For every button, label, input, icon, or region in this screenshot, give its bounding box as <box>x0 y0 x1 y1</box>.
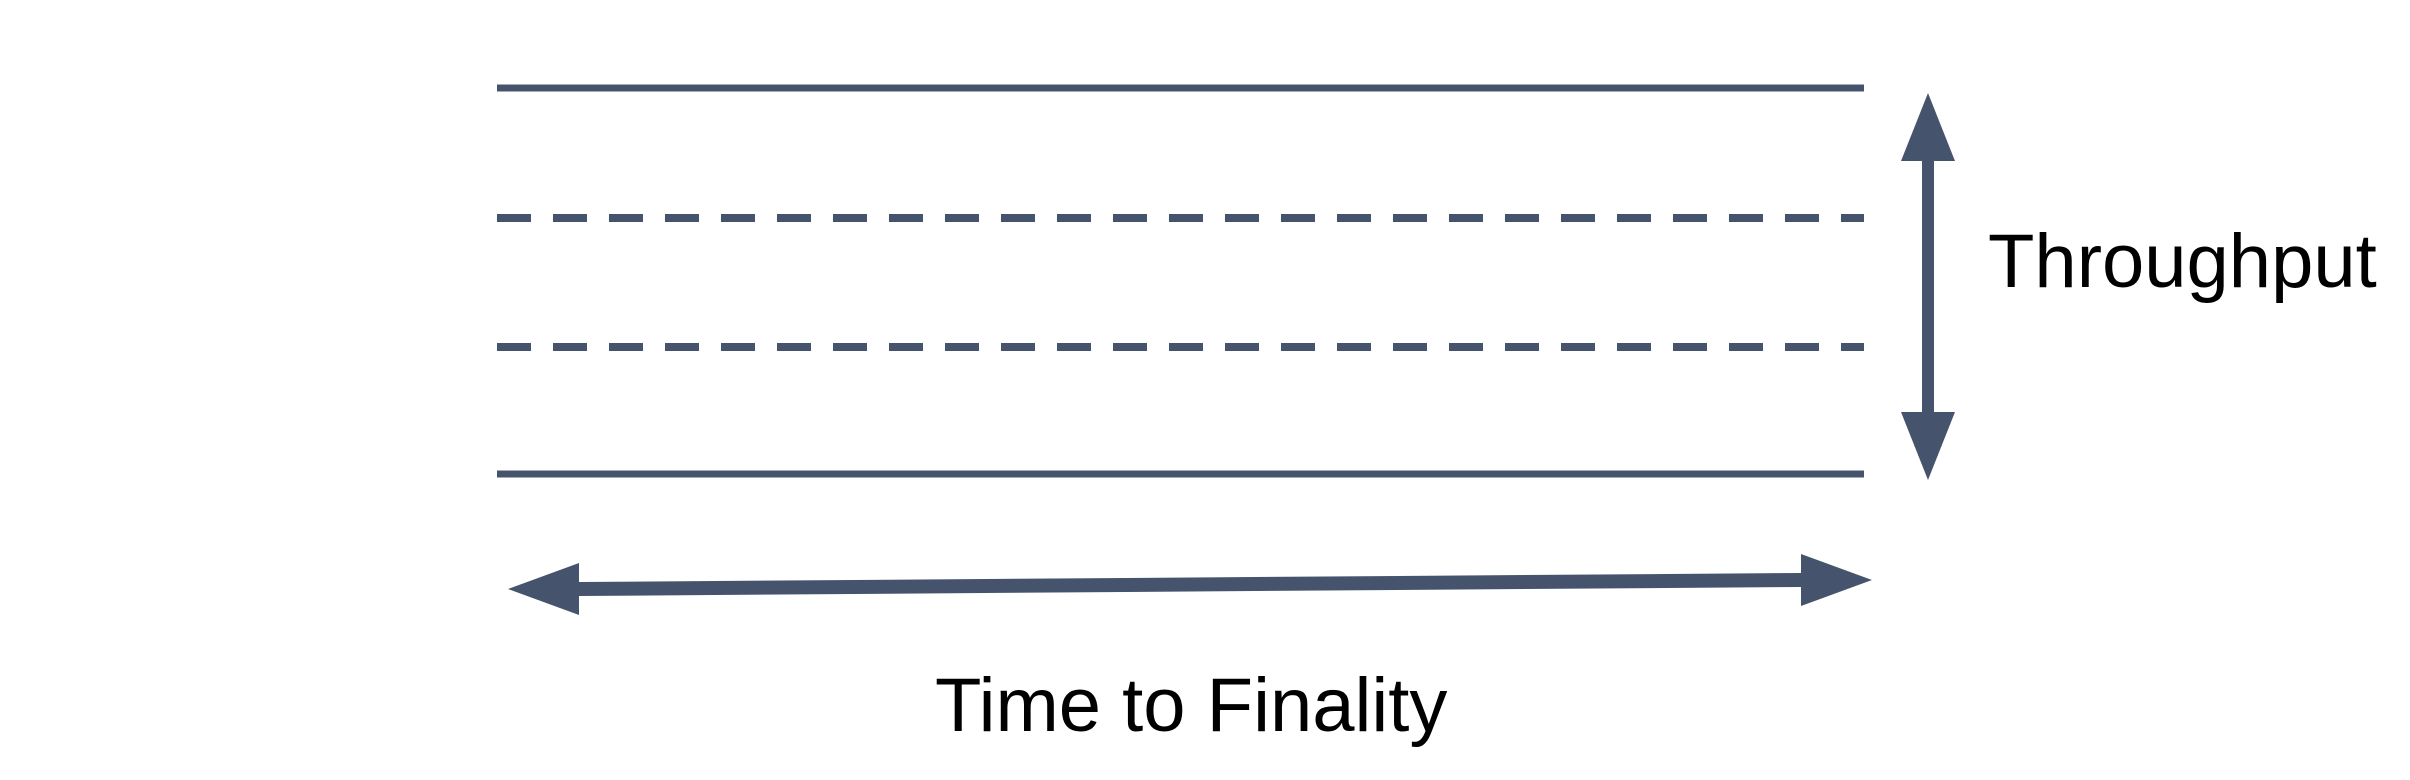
time-to-finality-arrow-icon <box>508 554 1872 615</box>
throughput-axis-label: Throughput <box>1988 219 2377 304</box>
throughput-arrow-icon <box>1901 93 1955 480</box>
time-to-finality-axis-label: Time to Finality <box>935 663 1448 748</box>
